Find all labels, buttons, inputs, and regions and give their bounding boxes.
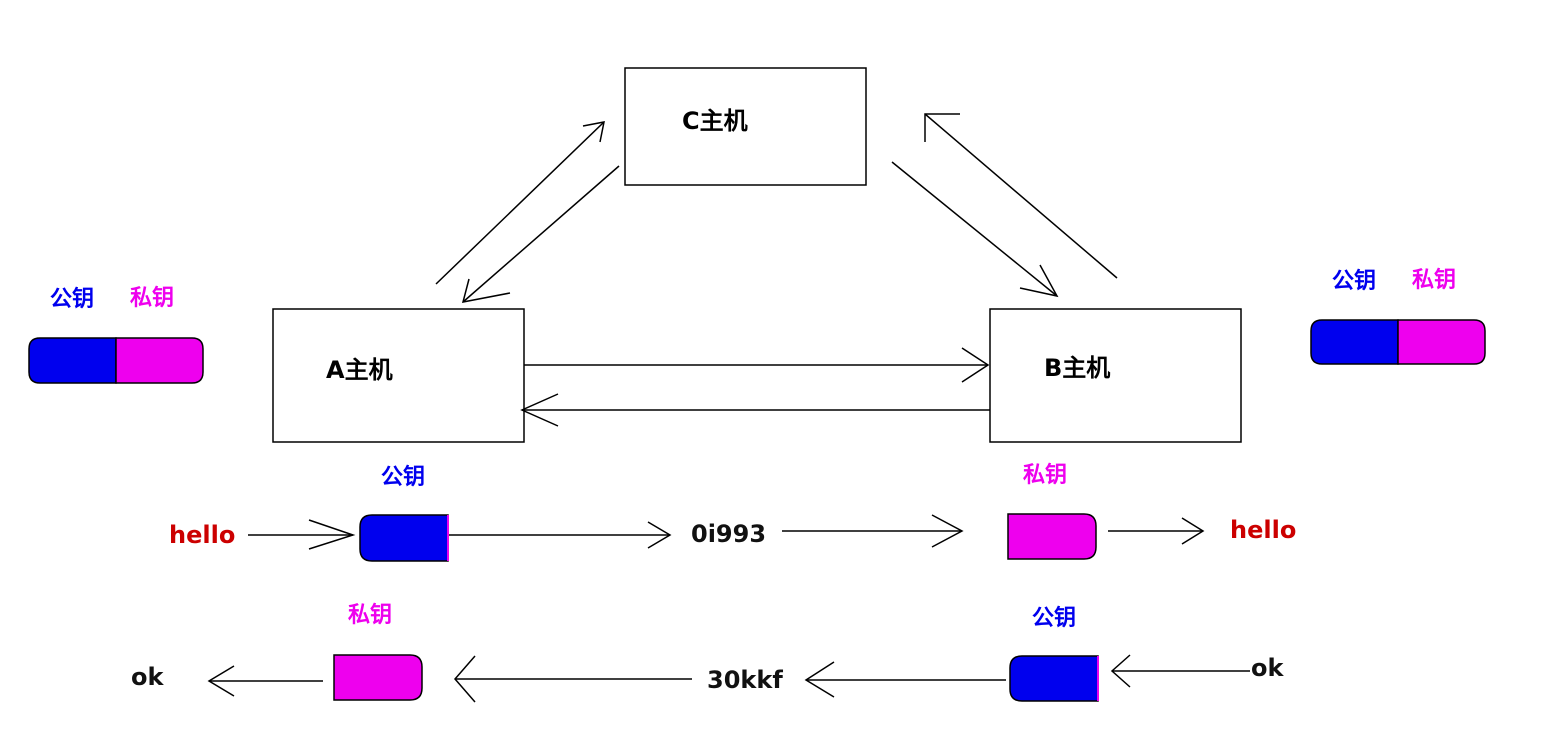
arrow-a-to-b [524, 347, 990, 383]
arrow-c-to-b [891, 161, 1059, 298]
host-c-label: C主机 [682, 107, 748, 135]
host-b-label: B主机 [1044, 354, 1111, 382]
flow-top-plaintext-in: hello [169, 521, 236, 549]
arrow-public-key-to-cipher-bottom [804, 661, 1006, 698]
key-pair-b-public-label: 公钥 [1332, 269, 1377, 294]
key-pair-a-private-half [115, 337, 204, 384]
key-pair-a-public-label: 公钥 [50, 287, 95, 312]
arrow-hello-to-public-key [248, 519, 356, 550]
flow-bottom-ciphertext: 30kkf [707, 666, 783, 694]
flow-top-plaintext-out: hello [1230, 516, 1297, 544]
key-pair-b-public-half [1310, 319, 1399, 365]
key-pair-b-private-half [1397, 319, 1486, 365]
host-c-box [624, 67, 867, 186]
arrow-c-to-a [461, 165, 620, 303]
flow-top-public-key-label: 公钥 [381, 465, 426, 490]
arrow-public-key-to-cipher [448, 521, 672, 549]
arrow-private-key-to-hello [1108, 517, 1205, 545]
key-pair-a [28, 337, 204, 384]
flow-bottom-private-key [333, 654, 423, 701]
arrow-b-to-c [924, 113, 1118, 279]
flow-top-private-key-label: 私钥 [1023, 463, 1068, 488]
flow-top-public-key [359, 514, 449, 562]
arrow-a-to-c [435, 121, 605, 285]
host-b-box [989, 308, 1242, 443]
key-pair-b [1310, 319, 1486, 365]
key-pair-a-public-half [28, 337, 117, 384]
arrow-cipher-to-private-key [782, 514, 964, 548]
host-a-label: A主机 [326, 356, 393, 384]
arrow-b-to-a [520, 393, 990, 427]
key-pair-b-private-label: 私钥 [1412, 268, 1457, 293]
arrow-cipher-to-private-key-bottom [454, 655, 692, 703]
flow-bottom-plaintext-in: ok [1251, 654, 1284, 682]
flow-bottom-private-key-label: 私钥 [348, 603, 393, 628]
flow-top-ciphertext: 0i993 [691, 520, 767, 548]
flow-top-private-key [1007, 513, 1097, 560]
flow-bottom-plaintext-out: ok [131, 663, 164, 691]
key-pair-a-private-label: 私钥 [130, 286, 175, 311]
flow-bottom-public-key-label: 公钥 [1032, 606, 1077, 631]
arrow-private-key-to-ok [207, 665, 323, 697]
flow-bottom-public-key [1009, 655, 1099, 702]
arrow-ok-to-public-key [1110, 654, 1250, 688]
host-a-box [272, 308, 525, 443]
